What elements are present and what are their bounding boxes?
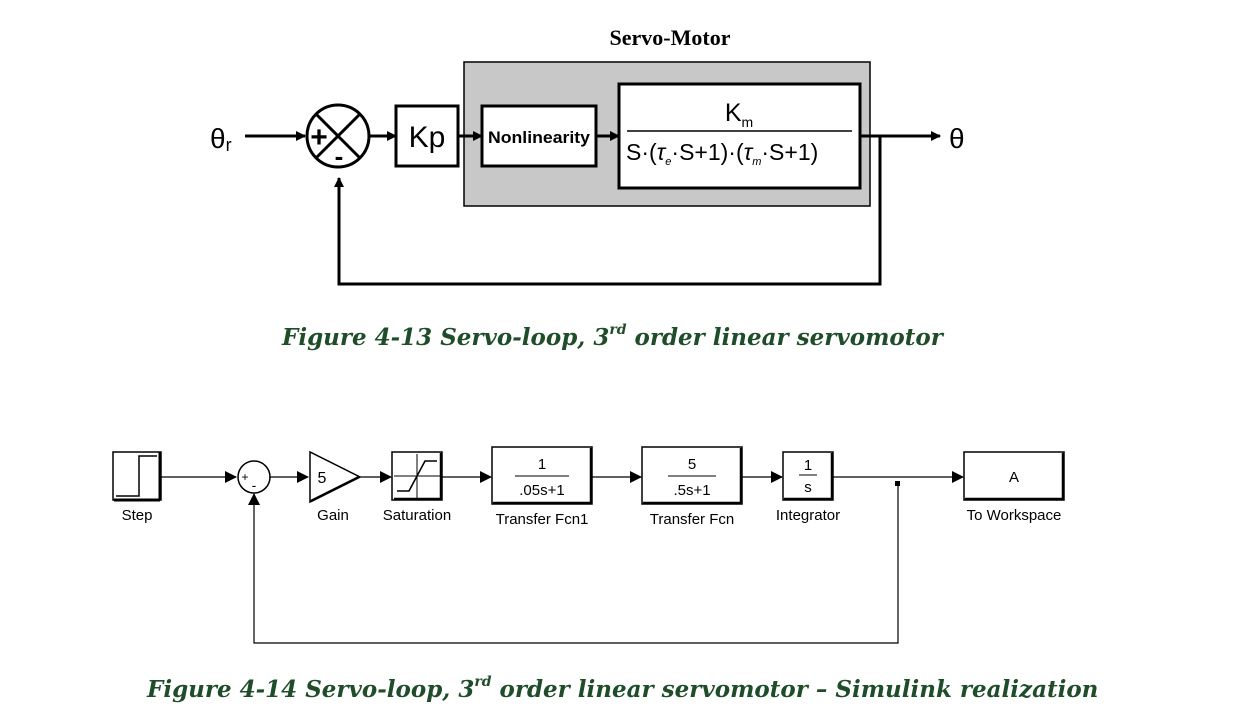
kp-label: Kp bbox=[409, 121, 446, 154]
tf1-label: Transfer Fcn1 bbox=[496, 511, 589, 528]
figure-4-13: Servo-Motor θr + - Kp Nonlinearity Km bbox=[210, 25, 965, 286]
int-denominator: s bbox=[804, 479, 812, 496]
figure-4-13-caption: Figure 4-13 Servo-loop, 3rd order linear… bbox=[282, 322, 943, 351]
sum-plus-sign: + bbox=[310, 121, 328, 154]
simulink-sum-block: + - bbox=[237, 460, 271, 494]
saturation-block bbox=[391, 451, 443, 501]
motor-transfer-function-block bbox=[617, 82, 862, 190]
summing-junction: + - bbox=[305, 103, 371, 171]
step-block bbox=[112, 451, 162, 502]
nonlinearity-label: Nonlinearity bbox=[488, 128, 591, 147]
ws-label: To Workspace bbox=[967, 507, 1062, 524]
step-label: Step bbox=[122, 507, 153, 524]
to-workspace-block: A bbox=[963, 451, 1065, 501]
simulink-feedback-path bbox=[248, 484, 899, 644]
transfer-fcn-block: 5 .5s+1 bbox=[641, 446, 743, 505]
saturation-label: Saturation bbox=[383, 507, 451, 524]
tf-numerator: Km bbox=[725, 99, 753, 130]
tf2-numerator: 5 bbox=[688, 456, 696, 473]
input-theta-r: θr bbox=[210, 123, 232, 155]
figure-4-14: Step + - 5 Gain Saturation bbox=[112, 446, 1065, 644]
integrator-block: 1 s bbox=[782, 451, 834, 501]
simulink-sum-plus: + bbox=[241, 470, 248, 484]
int-numerator: 1 bbox=[804, 457, 812, 474]
output-theta: θ bbox=[949, 123, 965, 154]
servo-motor-title: Servo-Motor bbox=[610, 25, 731, 50]
gain-value: 5 bbox=[318, 470, 327, 487]
gain-label: Gain bbox=[317, 507, 349, 524]
figure-4-14-caption: Figure 4-14 Servo-loop, 3rd order linear… bbox=[147, 674, 1099, 703]
tf2-label: Transfer Fcn bbox=[650, 511, 734, 528]
branch-point bbox=[895, 481, 900, 486]
tf-denominator: S·(τe·S+1)·(τm·S+1) bbox=[626, 139, 818, 168]
ws-value: A bbox=[1009, 469, 1019, 486]
sum-minus-sign: - bbox=[335, 141, 344, 171]
feedback-path bbox=[334, 136, 882, 286]
tf1-denominator: .05s+1 bbox=[519, 482, 564, 499]
tf2-denominator: .5s+1 bbox=[673, 482, 710, 499]
transfer-fcn1-block: 1 .05s+1 bbox=[491, 446, 593, 505]
tf1-numerator: 1 bbox=[538, 456, 546, 473]
simulink-sum-minus: - bbox=[252, 477, 257, 493]
integrator-label: Integrator bbox=[776, 507, 840, 524]
